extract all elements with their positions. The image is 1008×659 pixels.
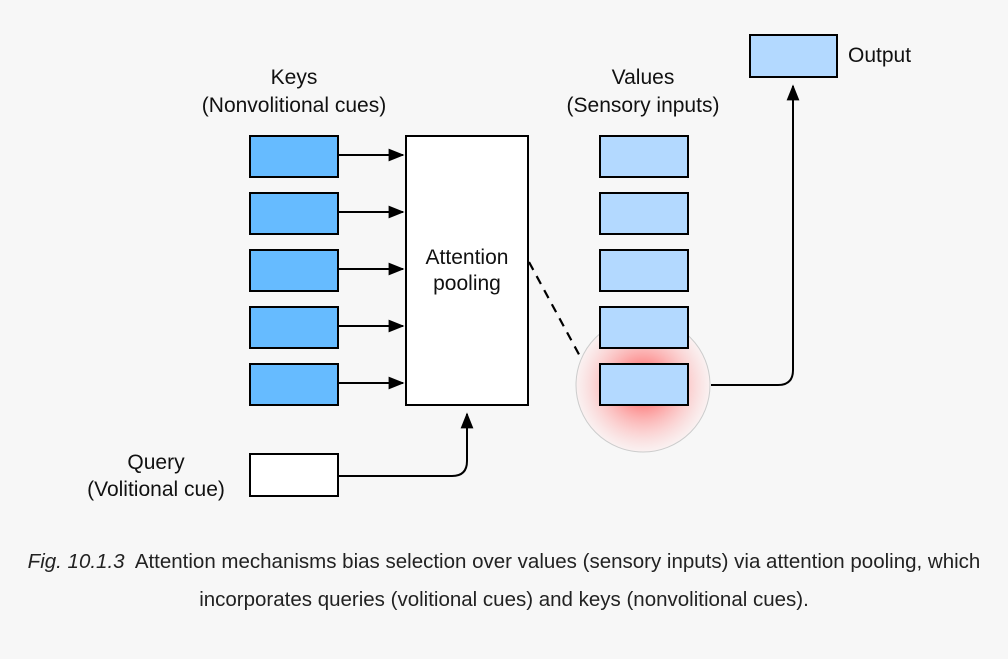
query-title: Query <box>127 451 185 474</box>
value-box-1 <box>599 135 689 178</box>
output-box <box>749 34 838 78</box>
caption-text: Attention mechanisms bias selection over… <box>134 550 981 611</box>
values-subtitle: (Sensory inputs) <box>566 94 720 117</box>
attention-diagram <box>249 34 838 497</box>
values-group <box>599 135 689 406</box>
key-box-3 <box>249 249 339 292</box>
value-box-2 <box>599 192 689 235</box>
value-box-5 <box>599 363 689 406</box>
keys-title: Keys <box>270 66 318 89</box>
query-box <box>249 453 339 497</box>
query-arrow <box>338 412 474 477</box>
keys-group <box>249 135 405 406</box>
value-box-4 <box>599 306 689 349</box>
key-box-2 <box>249 192 339 235</box>
selection-dashed-line <box>528 261 583 361</box>
attention-label-line1: Attention <box>425 246 509 269</box>
figure-number: Fig. 10.1.3 <box>27 550 125 573</box>
value-box-3 <box>599 249 689 292</box>
figure-caption: Fig. 10.1.3 Attention mechanisms bias se… <box>20 543 988 619</box>
query-subtitle: (Volitional cue) <box>87 478 225 501</box>
keys-subtitle: (Nonvolitional cues) <box>201 94 387 117</box>
attention-label-line2: pooling <box>433 272 501 295</box>
attention-pooling-box <box>405 135 529 406</box>
values-title: Values <box>611 66 675 89</box>
output-label: Output <box>848 44 912 67</box>
key-box-1 <box>249 135 339 178</box>
output-arrow <box>711 84 800 386</box>
key-box-4 <box>249 306 339 349</box>
key-box-5 <box>249 363 339 406</box>
